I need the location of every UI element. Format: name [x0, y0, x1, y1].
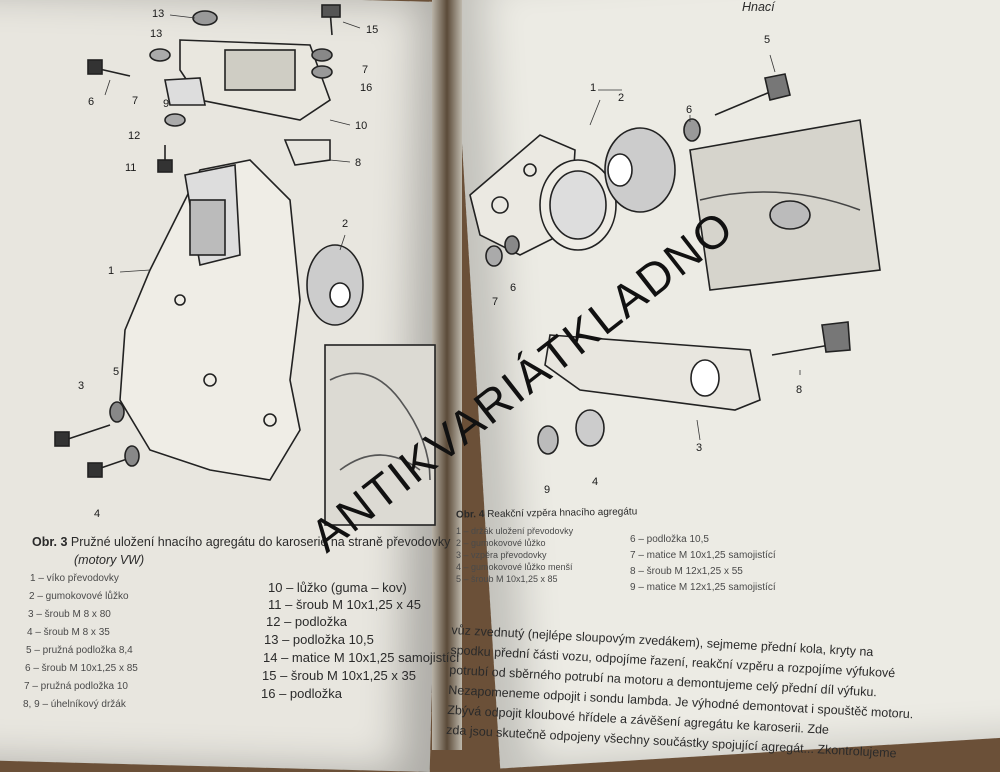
callout-13-top: 13: [152, 8, 165, 20]
callout-r9: 9: [544, 484, 551, 496]
legend-item: 9 – matice M 12x1,25 samojistící: [630, 582, 776, 593]
legend-item: 5 – šroub M 10x1,25 x 85: [456, 574, 558, 584]
callout-r7: 7: [492, 296, 499, 308]
legend-item: 8 – šroub M 12x1,25 x 55: [630, 566, 743, 577]
fig4-label: Obr. 4: [455, 509, 485, 521]
legend-item: 14 – matice M 10x1,25 samojistící: [263, 650, 460, 665]
legend-item: 7 – matice M 10x1,25 samojistící: [630, 550, 776, 561]
legend-item: 12 – podložka: [266, 614, 347, 629]
callout-1: 1: [108, 265, 115, 277]
callout-r4: 4: [592, 476, 599, 488]
legend-item: 8, 9 – úhelníkový držák: [23, 699, 126, 710]
body-text: vůz zvednutý (nejlépe sloupovým zvedákem…: [446, 620, 932, 765]
legend-item: 4 – šroub M 8 x 35: [27, 627, 110, 638]
legend-item: 5 – pružná podložka 8,4: [26, 645, 133, 656]
callout-r1: 1: [590, 82, 597, 94]
legend-item: 1 – držák uložení převodovky: [456, 526, 574, 536]
callout-12: 12: [128, 130, 141, 142]
callout-16: 16: [360, 82, 373, 94]
callout-3: 3: [78, 380, 85, 392]
legend-item: 11 – šroub M 10x1,25 x 45: [268, 597, 421, 612]
callout-r2: 2: [618, 92, 625, 104]
callout-13: 13: [150, 28, 163, 40]
callout-2: 2: [342, 218, 349, 230]
fig3-caption: Obr. 3 Pružné uložení hnacího agregátu d…: [32, 535, 450, 549]
legend-item: 1 – víko převodovky: [30, 573, 119, 584]
legend-item: 2 – gumokovové lůžko: [29, 591, 129, 602]
callout-r6: 6: [510, 282, 517, 294]
callout-15: 15: [366, 24, 379, 36]
callout-7-left: 7: [132, 95, 139, 107]
fig3-subtitle: (motory VW): [74, 553, 145, 567]
legend-item: 15 – šroub M 10x1,25 x 35: [262, 668, 416, 683]
book-gutter: [432, 0, 462, 750]
legend-item: 13 – podložka 10,5: [264, 632, 374, 647]
legend-item: 6 – šroub M 10x1,25 x 85: [25, 663, 138, 674]
callout-r8: 8: [796, 384, 803, 396]
callout-11: 11: [125, 162, 137, 174]
legend-item: 2 – gumokovové lůžko: [456, 538, 546, 548]
callout-r5: 5: [764, 34, 771, 46]
callout-9: 9: [163, 98, 170, 110]
fig3-label: Obr. 3: [32, 535, 68, 549]
callout-r3: 3: [696, 442, 703, 454]
callout-10: 10: [355, 120, 368, 132]
callout-7-right: 7: [362, 64, 369, 76]
legend-item: 6 – podložka 10,5: [630, 534, 709, 545]
callout-8: 8: [355, 157, 362, 169]
legend-item: 3 – vzpěra převodovky: [456, 550, 547, 560]
legend-item: 4 – gumokovové lůžko menší: [456, 562, 573, 572]
callout-5-upper: 5: [113, 366, 120, 378]
callout-4: 4: [94, 508, 101, 520]
running-header: Hnací: [742, 0, 775, 14]
legend-item: 3 – šroub M 8 x 80: [28, 609, 111, 620]
callout-r6-top: 6: [686, 104, 693, 116]
technical-drawings: [54, 4, 881, 526]
legend-item: 7 – pružná podložka 10: [24, 681, 128, 692]
legend-item: 16 – podložka: [261, 686, 342, 701]
fig3-title: Pružné uložení hnacího agregátu do karos…: [70, 535, 451, 549]
legend-item: 10 – lůžko (guma – kov): [268, 580, 407, 595]
callout-6: 6: [88, 96, 95, 108]
